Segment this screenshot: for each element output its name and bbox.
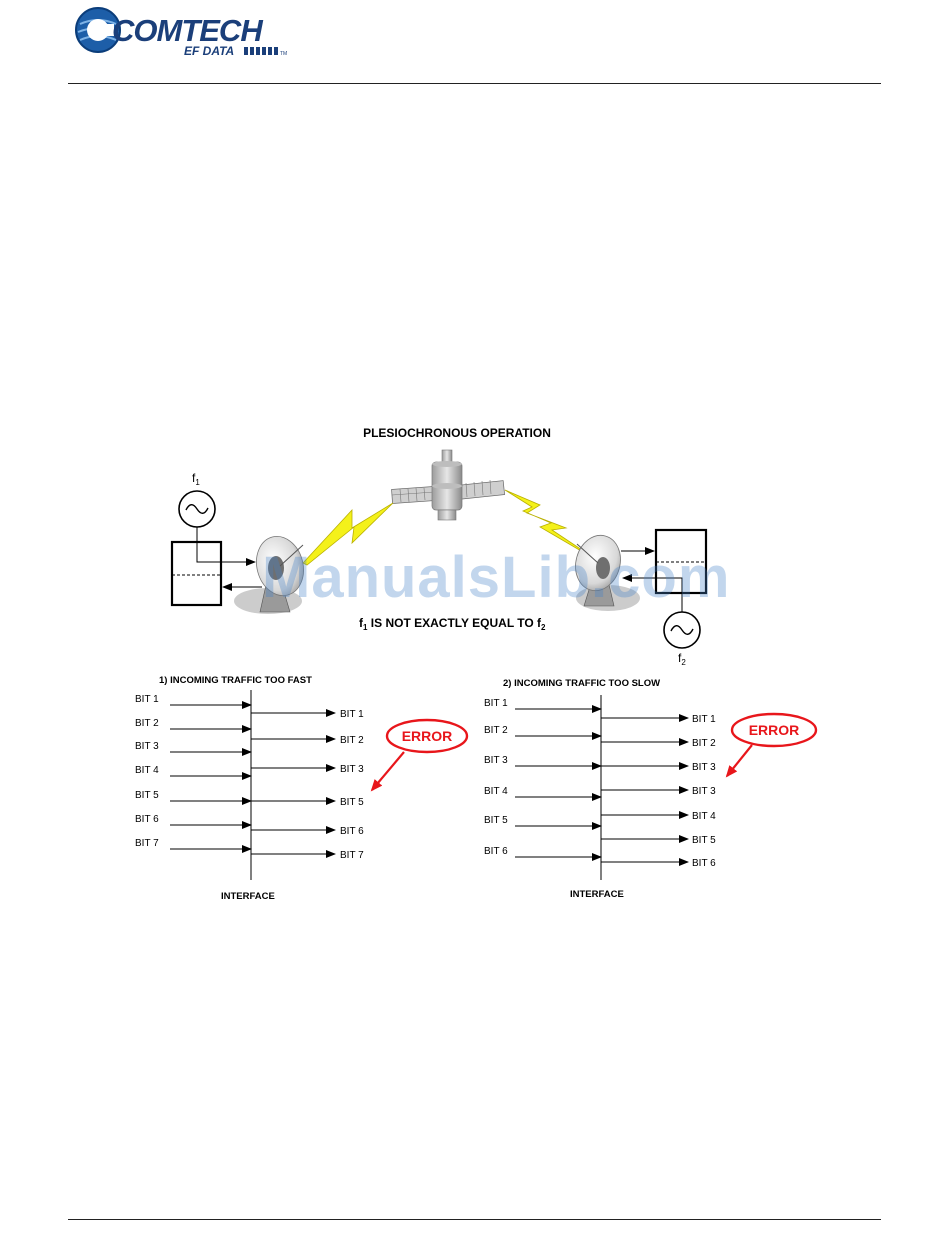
watermark: ManualsLib.com	[262, 545, 731, 610]
panel2-error-callout: ERROR	[725, 712, 818, 778]
comtech-logo-graphic: COMTECH EF DATA TM	[75, 7, 287, 58]
panel2-input-label-1: BIT 1	[484, 698, 508, 709]
panel1-output-label-5: BIT 6	[340, 826, 364, 837]
panel-traffic-too-fast: 1) INCOMING TRAFFIC TOO FAST INTERFACE B…	[135, 675, 469, 902]
satellite-icon	[391, 449, 505, 521]
panel2-output-label-3: BIT 3	[692, 762, 716, 773]
panel1-input-label-2: BIT 2	[135, 718, 159, 729]
panel1-output-label-2: BIT 2	[340, 735, 364, 746]
panel1-input-label-1: BIT 1	[135, 694, 159, 705]
earth-station-left	[234, 536, 304, 614]
logo-tm: TM	[280, 51, 287, 57]
diagram-title: PLESIOCHRONOUS OPERATION	[363, 426, 551, 440]
panel1-title: 1) INCOMING TRAFFIC TOO FAST	[159, 675, 312, 686]
panel1-error-callout: ERROR	[370, 718, 469, 792]
panel1-output-label-4: BIT 5	[340, 797, 364, 808]
earth-station-right	[575, 534, 640, 611]
clock-right-label: f2	[678, 651, 686, 667]
company-logo: COMTECH EF DATA TM	[74, 6, 294, 58]
logo-sub-text: EF DATA	[184, 44, 234, 58]
panel2-output-label-7: BIT 6	[692, 858, 716, 869]
panel1-error-label: ERROR	[402, 728, 453, 744]
panel2-output-label-2: BIT 2	[692, 738, 716, 749]
panel2-error-label: ERROR	[749, 722, 800, 738]
frequency-caption: f1 IS NOT EXACTLY EQUAL TO f2	[359, 616, 546, 632]
clock-right-icon	[663, 611, 701, 649]
panel2-interface-label: INTERFACE	[570, 889, 624, 900]
panel1-input-label-3: BIT 3	[135, 741, 159, 752]
panel2-output-label-5: BIT 4	[692, 811, 716, 822]
panel1-output-label-6: BIT 7	[340, 850, 364, 861]
panel1-input-label-4: BIT 4	[135, 765, 159, 776]
buffer-box-right	[654, 528, 708, 595]
panel1-input-label-7: BIT 7	[135, 838, 159, 849]
lightning-bolt-left	[302, 502, 394, 566]
panel-traffic-too-slow: 2) INCOMING TRAFFIC TOO SLOW INTERFACE B…	[484, 678, 818, 900]
panel1-output-label-1: BIT 1	[340, 709, 364, 720]
panel2-input-label-2: BIT 2	[484, 725, 508, 736]
panel2-output-label-6: BIT 5	[692, 835, 716, 846]
panel2-input-label-4: BIT 4	[484, 786, 508, 797]
panel1-interface-label: INTERFACE	[221, 891, 275, 902]
panel1-output-label-3: BIT 3	[340, 764, 364, 775]
clock-left-label: f1	[192, 471, 200, 487]
header-rule	[68, 83, 881, 84]
panel1-input-label-5: BIT 5	[135, 790, 159, 801]
panel1-input-label-6: BIT 6	[135, 814, 159, 825]
clock-left-icon	[178, 490, 216, 528]
panel2-output-label-1: BIT 1	[692, 714, 716, 725]
footer-rule	[68, 1219, 881, 1220]
panel2-input-label-3: BIT 3	[484, 755, 508, 766]
panel2-title: 2) INCOMING TRAFFIC TOO SLOW	[503, 678, 660, 689]
panel2-input-label-6: BIT 6	[484, 846, 508, 857]
panel2-output-label-4: BIT 3	[692, 786, 716, 797]
logo-main-text: COMTECH	[112, 13, 263, 48]
panel2-input-label-5: BIT 5	[484, 815, 508, 826]
